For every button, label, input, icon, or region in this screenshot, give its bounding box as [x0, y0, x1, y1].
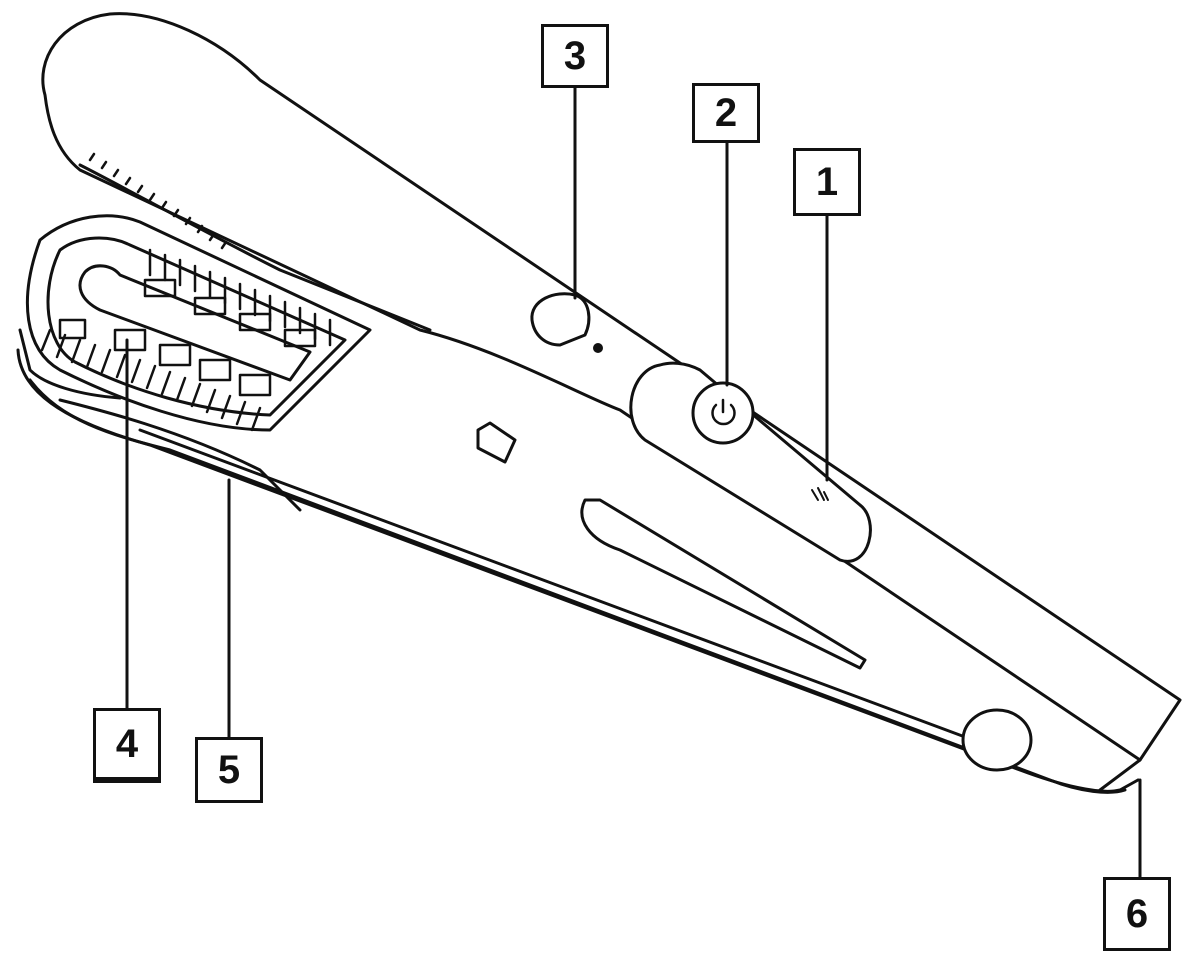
- hinge-clip: [478, 423, 515, 462]
- lock-slider: [532, 294, 589, 345]
- callout-3: 3: [541, 24, 609, 88]
- callout-1: 1: [793, 148, 861, 216]
- callout-6: 6: [1103, 877, 1171, 951]
- callout-2: 2: [692, 83, 760, 143]
- swivel-cap: [963, 710, 1031, 770]
- lower-arm-line: [140, 430, 1000, 750]
- control-panel: [631, 363, 871, 561]
- callout-4: 4: [93, 708, 161, 780]
- callout-5: 5: [195, 737, 263, 803]
- lock-icon: [593, 343, 603, 353]
